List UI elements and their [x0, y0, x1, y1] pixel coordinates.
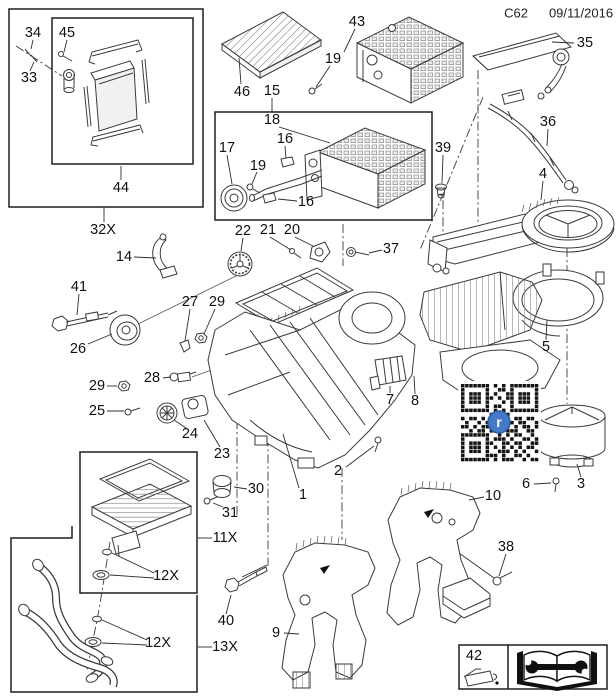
part-label-16-b[interactable]: 16 — [297, 193, 315, 210]
box-11x-evaporator[interactable] — [79, 451, 198, 594]
part-label-44[interactable]: 44 — [112, 179, 130, 196]
box-15-heater-core[interactable] — [214, 111, 433, 221]
part-label-22[interactable]: 22 — [234, 222, 252, 239]
part-label-14[interactable]: 14 — [115, 248, 133, 265]
part-label-41[interactable]: 41 — [70, 278, 88, 295]
part-label-16-a[interactable]: 16 — [276, 130, 294, 147]
box-13x-hoses[interactable] — [10, 526, 198, 693]
part-label-29-b[interactable]: 29 — [88, 377, 106, 394]
part-label-27[interactable]: 27 — [181, 293, 199, 310]
part-label-35[interactable]: 35 — [576, 34, 594, 51]
blower-motor-3[interactable] — [538, 404, 606, 468]
part-label-34[interactable]: 34 — [24, 24, 42, 41]
cable-36[interactable] — [487, 103, 579, 194]
sheet-code: C62 — [504, 5, 528, 21]
part-label-33[interactable]: 33 — [20, 69, 38, 86]
blower-housing-4[interactable] — [427, 196, 615, 275]
workshop-manual-icon[interactable] — [517, 650, 597, 691]
part-label-6[interactable]: 6 — [521, 475, 531, 492]
part-label-24[interactable]: 24 — [181, 425, 199, 442]
part-label-11x[interactable]: 11X — [212, 529, 238, 546]
part-label-19-b[interactable]: 19 — [249, 157, 267, 174]
part-label-39[interactable]: 39 — [434, 139, 452, 156]
part-label-30[interactable]: 30 — [247, 480, 265, 497]
part-label-8[interactable]: 8 — [410, 392, 420, 409]
part-label-9[interactable]: 9 — [271, 624, 281, 641]
housing-5[interactable] — [419, 263, 605, 353]
part-label-42[interactable]: 42 — [465, 647, 483, 664]
small-parts[interactable] — [51, 183, 560, 593]
part-label-23[interactable]: 23 — [213, 445, 231, 462]
part-label-43[interactable]: 43 — [348, 13, 366, 30]
part-label-3[interactable]: 3 — [576, 475, 586, 492]
part-label-15[interactable]: 15 — [263, 82, 281, 99]
heater-core-43[interactable] — [308, 16, 465, 104]
part-label-5[interactable]: 5 — [541, 338, 551, 355]
aux-heater-35[interactable] — [472, 32, 572, 105]
duct-9[interactable] — [281, 535, 376, 689]
part-label-31[interactable]: 31 — [221, 504, 239, 521]
part-label-18[interactable]: 18 — [263, 111, 281, 128]
part-label-25[interactable]: 25 — [88, 402, 106, 419]
qr-logo-letter: r — [496, 414, 502, 430]
part-label-37[interactable]: 37 — [382, 240, 400, 257]
main-housing-1[interactable] — [207, 267, 561, 469]
qr-logo-badge — [487, 410, 511, 434]
part-label-40[interactable]: 40 — [217, 612, 235, 629]
duct-10[interactable] — [386, 480, 491, 626]
part-label-21[interactable]: 21 — [259, 221, 277, 238]
part-label-12x-b[interactable]: 12X — [145, 634, 171, 651]
part-label-20[interactable]: 20 — [283, 221, 301, 238]
part-label-2[interactable]: 2 — [333, 462, 343, 479]
part-label-1[interactable]: 1 — [298, 486, 308, 503]
part-label-10[interactable]: 10 — [484, 487, 502, 504]
legend-box — [458, 644, 608, 691]
box-32x-evaporator[interactable] — [8, 8, 204, 208]
part-label-19-a[interactable]: 19 — [324, 50, 342, 67]
part-label-26[interactable]: 26 — [69, 340, 87, 357]
leader-lines — [29, 28, 582, 648]
part-label-13x[interactable]: 13X — [212, 638, 238, 655]
part-label-45[interactable]: 45 — [58, 24, 76, 41]
part-label-29-a[interactable]: 29 — [208, 293, 226, 310]
part-label-4[interactable]: 4 — [538, 165, 548, 182]
sheet-date: 09/11/2016 — [548, 5, 614, 21]
part-label-12x-a[interactable]: 12X — [153, 567, 179, 584]
part-label-46[interactable]: 46 — [233, 83, 251, 100]
qr-code: r — [458, 381, 541, 464]
part-label-28[interactable]: 28 — [143, 369, 161, 386]
part-label-7[interactable]: 7 — [385, 391, 395, 408]
part-label-17[interactable]: 17 — [218, 139, 236, 156]
cabin-filter-46[interactable] — [221, 11, 322, 79]
part-label-36[interactable]: 36 — [539, 113, 557, 130]
oil-can-icon[interactable] — [463, 668, 499, 687]
part-label-32x[interactable]: 32X — [90, 221, 116, 238]
resistor-7[interactable] — [369, 355, 407, 391]
part-label-38[interactable]: 38 — [497, 538, 515, 555]
